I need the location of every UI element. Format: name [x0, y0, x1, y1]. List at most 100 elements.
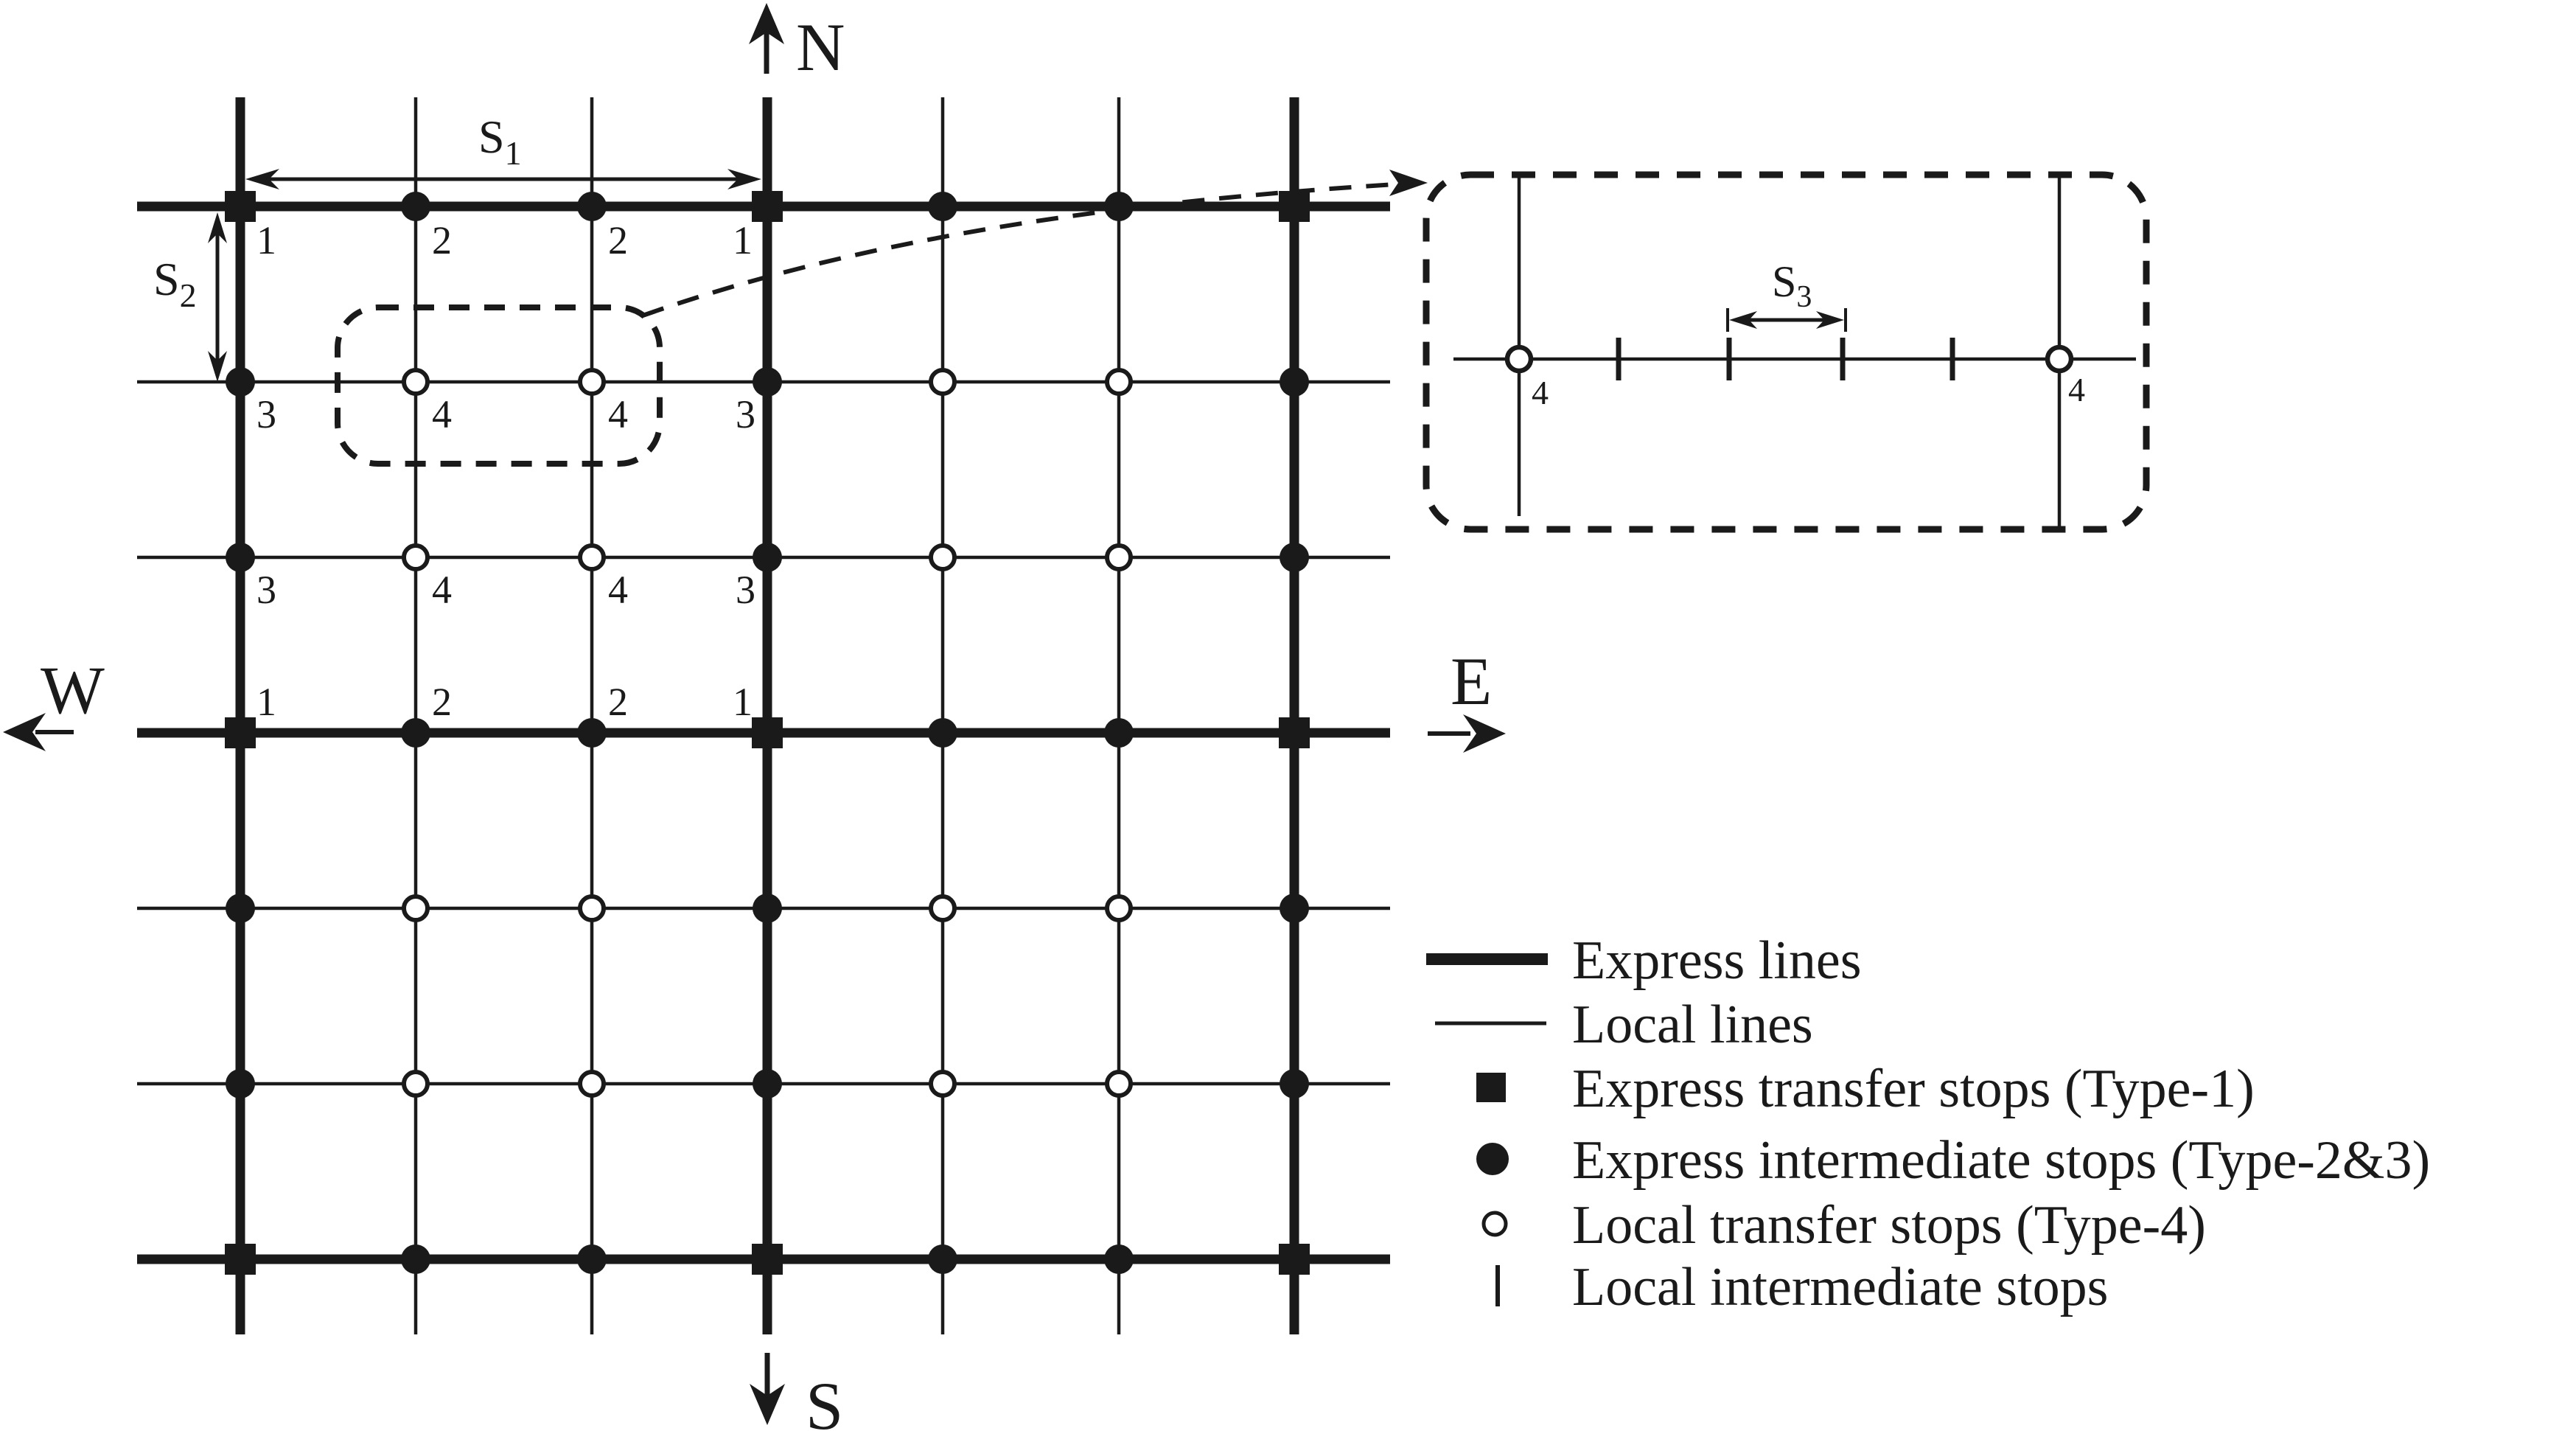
dimension-s2-top-arrowhead-icon	[208, 212, 227, 243]
local-transfer-stop	[402, 543, 430, 571]
inset-local-intermediate-stop	[1950, 338, 1955, 380]
stop-type-number: 4	[432, 392, 452, 436]
s2-base: S	[153, 253, 180, 305]
inset-stop-type-number: 4	[2068, 371, 2085, 408]
dimension-s3-end-bar	[1844, 308, 1847, 332]
inset-local-transfer-stop	[1504, 344, 1534, 374]
express-intermediate-stop	[753, 1069, 782, 1099]
dimension-s1	[245, 169, 761, 189]
legend-label-express-transfer-stops: Express transfer stops (Type-1)	[1572, 1059, 2255, 1119]
local-transfer-stop	[1105, 368, 1133, 396]
dimension-s1-right-arrowhead-icon	[727, 169, 761, 189]
s2-spacing-label: S2	[153, 253, 197, 314]
callout-connector	[642, 182, 1396, 318]
express-intermediate-stop	[226, 894, 255, 923]
inset-local-intermediate-stop	[1726, 338, 1732, 380]
stop-type-number: 3	[736, 568, 755, 612]
express-intermediate-stop	[753, 367, 782, 397]
express-intermediate-stop	[401, 192, 430, 221]
express-intermediate-stop	[577, 1244, 607, 1274]
express-transfer-stop	[225, 717, 256, 748]
stop-type-number: 4	[432, 568, 452, 612]
express-intermediate-stop	[1280, 1069, 1309, 1099]
stop-type-number: 1	[256, 218, 276, 262]
legend-express-transfer-stop-icon	[1476, 1073, 1506, 1102]
legend-local-intermediate-stop-icon	[1495, 1265, 1500, 1306]
s3-base: S	[1772, 257, 1796, 306]
express-intermediate-stop	[401, 718, 430, 748]
stop-type-number: 1	[733, 218, 753, 262]
express-transfer-stop	[752, 717, 783, 748]
stop-type-number: 4	[608, 392, 628, 436]
south-arrow-icon	[750, 1384, 785, 1425]
express-intermediate-stop	[226, 367, 255, 397]
grid-lines	[137, 97, 1390, 1334]
s1-subscript: 1	[505, 134, 522, 172]
s1-spacing-label: S1	[478, 111, 522, 172]
local-transfer-stop	[1105, 543, 1133, 571]
inset-local-intermediate-stop	[1840, 338, 1846, 380]
dimension-s3-right-arrowhead-icon	[1816, 311, 1844, 329]
dimension-s2	[208, 212, 227, 382]
compass-south-label: S	[806, 1368, 843, 1431]
legend-label-express-intermediate-stops: Express intermediate stops (Type-2&3)	[1572, 1130, 2430, 1191]
compass-west-label: W	[41, 652, 105, 728]
local-transfer-stop	[402, 368, 430, 396]
local-transfer-stop	[1105, 1070, 1133, 1098]
local-transfer-stop	[402, 1070, 430, 1098]
compass-east-label: E	[1451, 644, 1492, 719]
express-intermediate-stop	[1104, 718, 1134, 748]
express-intermediate-stop	[753, 543, 782, 572]
legend-label-local-transfer-stops: Local transfer stops (Type-4)	[1572, 1195, 2206, 1256]
express-intermediate-stop	[928, 192, 957, 221]
legend-express-intermediate-stop-icon	[1476, 1143, 1509, 1175]
local-transfer-stop	[578, 368, 606, 396]
legend-label-local-intermediate-stops: Local intermediate stops	[1572, 1257, 2108, 1317]
grid-stops	[225, 191, 1310, 1275]
west-arrow-icon	[3, 713, 46, 751]
s1-base: S	[478, 111, 505, 163]
express-intermediate-stop	[226, 543, 255, 572]
legend-label-express-lines: Express lines	[1572, 930, 1862, 991]
express-transfer-stop	[1279, 717, 1310, 748]
legend-local-transfer-stop-icon	[1481, 1211, 1508, 1237]
inset-dashed-box	[1423, 171, 2150, 533]
local-transfer-stop	[578, 894, 606, 922]
s3-subscript: 3	[1796, 280, 1812, 314]
legend: Express lines Local lines Express transf…	[1426, 930, 2430, 1317]
dimension-s1-left-arrowhead-icon	[245, 169, 279, 189]
east-arrow-icon	[1463, 714, 1506, 753]
s2-subscript: 2	[180, 276, 197, 314]
stop-type-number: 3	[736, 392, 755, 436]
express-transfer-stop	[225, 191, 256, 222]
stop-type-number: 3	[256, 568, 276, 612]
dimension-s3	[1726, 308, 1847, 332]
local-transfer-stop	[402, 894, 430, 922]
express-transfer-stop	[1279, 191, 1310, 222]
stop-type-number: 4	[608, 568, 628, 612]
dimension-s2-bottom-arrowhead-icon	[208, 351, 227, 382]
stop-type-number: 3	[256, 392, 276, 436]
callout-arrowhead-icon	[1389, 170, 1428, 196]
local-transfer-stop	[929, 894, 957, 922]
express-intermediate-stop	[1104, 1244, 1134, 1274]
express-intermediate-stop	[753, 894, 782, 923]
local-transfer-stop	[929, 368, 957, 396]
inset-local-intermediate-stop	[1616, 338, 1622, 380]
local-transfer-stop	[929, 543, 957, 571]
express-intermediate-stop	[1104, 192, 1134, 221]
express-transfer-stop	[1279, 1244, 1310, 1275]
express-intermediate-stop	[928, 718, 957, 748]
local-transfer-stop	[578, 543, 606, 571]
express-intermediate-stop	[1280, 894, 1309, 923]
stop-type-number: 2	[432, 218, 452, 262]
local-transfer-stop	[929, 1070, 957, 1098]
express-transfer-stop	[225, 1244, 256, 1275]
inset-local-transfer-stop	[2045, 344, 2074, 374]
s3-spacing-label: S3	[1772, 257, 1812, 314]
stop-type-number: 1	[256, 680, 276, 724]
